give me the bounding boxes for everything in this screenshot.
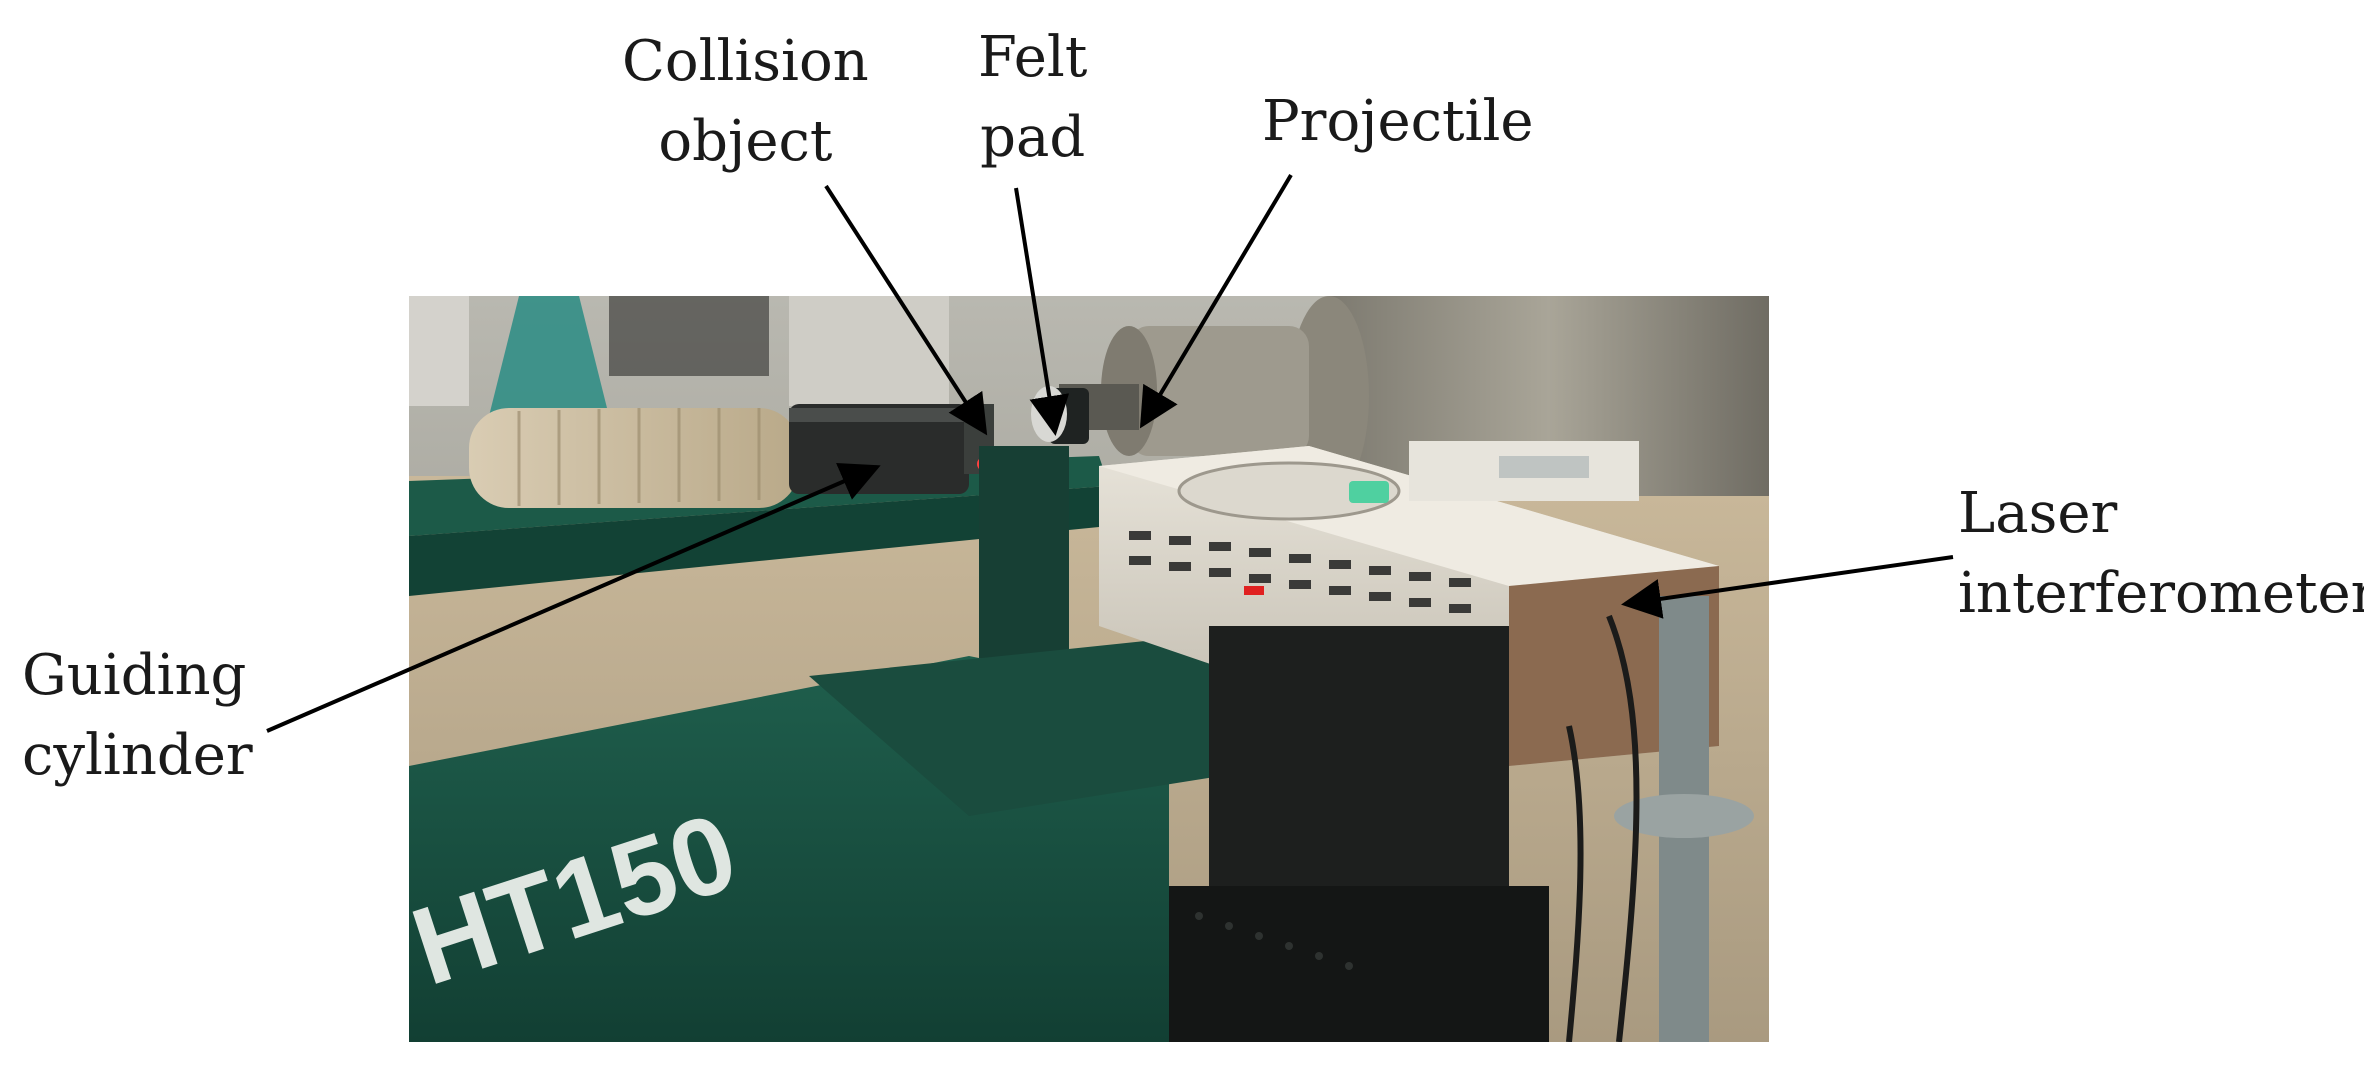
guiding-cylinder-body <box>789 404 969 494</box>
label-laser-interferometer: Laser interferometer <box>1958 474 2364 634</box>
cable-1 <box>1606 614 1640 1042</box>
label-laser-interferometer-line2: interferometer <box>1958 561 2364 626</box>
label-felt-pad-line2: pad <box>980 105 1086 170</box>
label-projectile: Projectile <box>1262 82 1534 162</box>
laser-box-vents <box>1129 531 1471 613</box>
arrow-laser-interferometer <box>1621 555 1954 619</box>
bg-teal-stand <box>489 296 609 416</box>
guide-rail-side <box>409 486 1109 596</box>
lab-photo-illustration: HT150 <box>409 296 1769 1042</box>
laser-box-red-led <box>1244 586 1264 595</box>
label-projectile-line1: Projectile <box>1262 89 1534 154</box>
bg-cabinet <box>409 296 469 406</box>
label-guiding-cylinder-line2: cylinder <box>22 723 253 788</box>
label-collision-object-line1: Collision <box>622 29 869 94</box>
label-guiding-cylinder-line1: Guiding <box>22 643 247 708</box>
label-guiding-cylinder: Guiding cylinder <box>22 636 253 796</box>
label-felt-pad-line1: Felt <box>978 25 1088 90</box>
stage-base <box>1169 886 1549 1042</box>
laser-box-panel <box>1177 461 1401 521</box>
label-laser-interferometer-line1: Laser <box>1958 481 2118 546</box>
cable-2 <box>1566 725 1584 1042</box>
label-collision-object: Collision object <box>622 22 869 182</box>
arrow-projectile <box>1139 173 1293 429</box>
felt-stack-rings <box>517 408 761 506</box>
bg-machine <box>609 296 769 376</box>
lab-photo: HT150 <box>409 296 1769 1042</box>
arrow-felt-pad <box>1014 187 1070 436</box>
arrow-collision-object <box>824 184 988 436</box>
label-collision-object-line2: object <box>658 109 833 174</box>
label-felt-pad: Felt pad <box>978 18 1087 178</box>
arrow-guiding-cylinder <box>266 462 881 733</box>
bg-panel <box>789 296 949 406</box>
post-collar <box>1614 794 1754 838</box>
side-plate <box>1499 456 1589 478</box>
stage-holes <box>1195 912 1353 970</box>
laser-mount <box>1209 626 1509 886</box>
laser-box-indicator <box>1349 481 1389 503</box>
felt-stack <box>469 408 799 508</box>
guiding-cylinder-highlight <box>789 408 969 422</box>
